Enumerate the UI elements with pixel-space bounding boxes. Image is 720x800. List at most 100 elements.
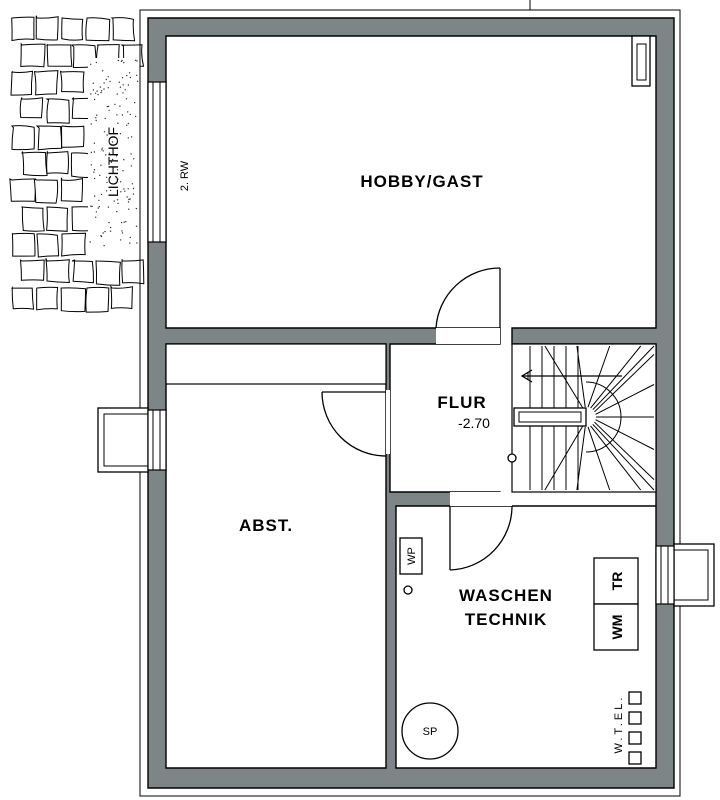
gravel-dot — [107, 105, 110, 108]
gravel-dot — [127, 201, 130, 203]
paving-stone — [60, 177, 84, 203]
flur-level: -2.70 — [458, 415, 490, 431]
gravel-dot — [100, 90, 103, 92]
gravel-dot — [118, 81, 121, 83]
gravel-dot — [129, 198, 131, 200]
gravel-dot — [114, 103, 116, 106]
window-technik — [655, 543, 715, 607]
gravel-dot — [103, 82, 105, 84]
gravel-dot — [113, 200, 115, 202]
gravel-dot — [121, 77, 124, 79]
gravel-dot — [124, 190, 126, 192]
paving-stone — [21, 151, 48, 177]
gravel-dot — [102, 150, 104, 152]
paving-stone — [60, 125, 85, 148]
gravel-dot — [126, 196, 128, 198]
gravel-dot — [127, 84, 130, 86]
gravel-dot — [105, 78, 108, 81]
gravel-dot — [107, 206, 110, 208]
paving-stone — [19, 259, 45, 281]
gravel-dot — [122, 84, 124, 86]
gravel-dot — [121, 114, 124, 116]
paving-stone — [21, 206, 45, 232]
gravel-dot — [132, 193, 135, 195]
door-opening-hobby — [436, 328, 500, 344]
gravel-dot — [89, 241, 91, 243]
gravel-dot — [127, 188, 129, 190]
gravel-dot — [120, 221, 123, 224]
gravel-dot — [94, 195, 96, 197]
paving-stone — [71, 259, 95, 284]
gravel-dot — [94, 92, 97, 95]
gravel-dot — [130, 165, 133, 167]
paving-stone — [85, 286, 110, 313]
gravel-dot — [92, 82, 94, 84]
gravel-dot — [97, 207, 99, 209]
stair-tread — [594, 354, 655, 413]
gravel-dot — [104, 230, 106, 233]
gravel-dot — [134, 59, 137, 61]
gravel-dot — [100, 164, 102, 166]
sp-label: SP — [423, 726, 438, 738]
stair-tread — [595, 419, 655, 450]
paving-stone — [19, 97, 44, 119]
room-label-technik: TECHNIK — [465, 610, 548, 629]
wp-unit: WP — [399, 537, 423, 595]
gravel-dot — [95, 216, 97, 218]
gravel-dot — [130, 136, 133, 138]
gravel-dot — [95, 61, 98, 64]
gravel-dot — [98, 199, 100, 201]
gravel-dot — [90, 205, 92, 207]
gravel-dot — [123, 159, 125, 161]
stair-tread — [595, 384, 655, 415]
gravel-dot — [135, 225, 138, 227]
lichthof-label: LICHTHOF — [105, 127, 121, 197]
gravel-dot — [104, 117, 106, 120]
window-abst — [97, 407, 167, 473]
gravel-dot — [92, 89, 95, 91]
gravel-dot — [98, 206, 101, 208]
door-hobby — [435, 267, 501, 329]
gravel-dot — [134, 115, 137, 118]
gravel-dot — [129, 76, 132, 79]
gravel-dot — [93, 98, 96, 101]
gravel-dot — [106, 134, 108, 136]
gravel-dot — [136, 60, 138, 62]
gravel-dot — [90, 123, 92, 125]
gravel-dot — [93, 171, 95, 173]
room-label-abst: ABST. — [239, 516, 293, 535]
gravel-dot — [125, 98, 128, 100]
gravel-dot — [117, 59, 120, 62]
gravel-dot — [117, 178, 119, 181]
abst-passage — [165, 343, 387, 385]
paving-stone — [121, 259, 145, 285]
gravel-dot — [105, 190, 108, 192]
paving-stone — [45, 258, 70, 283]
paving-stone — [45, 98, 70, 124]
gravel-dot — [126, 124, 128, 127]
gravel-dot — [119, 105, 121, 107]
paving-stone — [33, 178, 59, 204]
paving-stone — [36, 233, 60, 258]
gravel-dot — [119, 86, 122, 88]
paving-stone — [85, 17, 111, 42]
gravel-dot — [131, 183, 134, 185]
gravel-dot — [127, 137, 129, 139]
wm-label: WM — [609, 615, 625, 640]
electric-boxes: W.T.EL. — [613, 691, 642, 765]
wp-label: WP — [406, 547, 418, 565]
gravel-dot — [121, 232, 124, 234]
paving-stone — [11, 16, 35, 42]
gravel-dot — [126, 74, 128, 77]
wtel-label: W.T.EL. — [613, 695, 625, 754]
gravel-dot — [93, 177, 96, 180]
gravel-dot — [105, 154, 107, 156]
door-opening-technik — [450, 492, 512, 506]
wm-unit: WM — [593, 603, 639, 651]
paving-stone — [59, 70, 85, 93]
gravel-dot — [106, 105, 109, 108]
gravel-dot — [116, 93, 118, 95]
gravel-dot — [90, 93, 92, 95]
paving-stone — [46, 151, 70, 175]
gravel-dot — [123, 62, 125, 64]
